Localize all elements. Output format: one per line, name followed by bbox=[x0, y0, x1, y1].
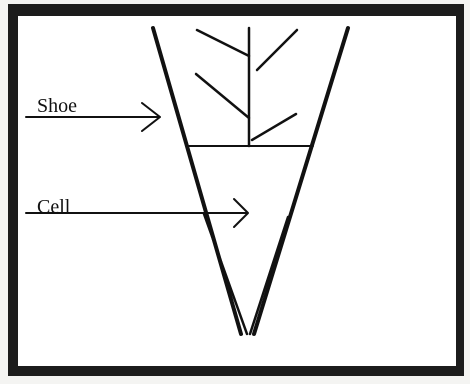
upper-right-branch bbox=[257, 30, 297, 70]
lower-right-branch bbox=[252, 114, 296, 140]
inner-right-convergence-line bbox=[250, 217, 288, 334]
cell-label: Cell bbox=[37, 197, 70, 217]
right-cell-wall bbox=[254, 28, 348, 334]
inner-left-convergence-line bbox=[204, 214, 247, 334]
shoe-label: Shoe bbox=[37, 96, 77, 116]
lower-left-branch bbox=[196, 74, 249, 118]
upper-left-branch bbox=[197, 30, 249, 56]
